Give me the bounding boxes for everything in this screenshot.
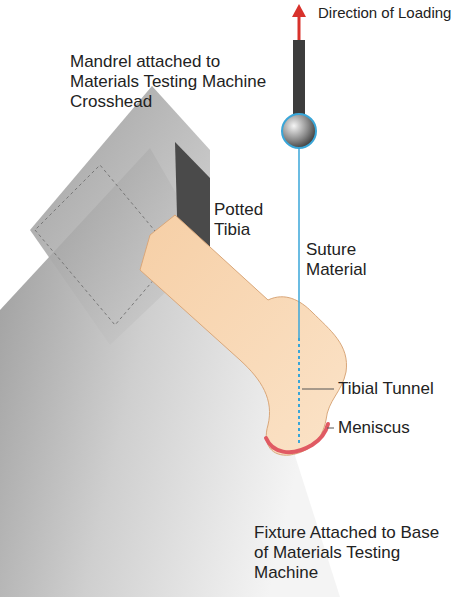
leader-line [302,389,334,390]
leader-line [327,428,334,429]
mandrel-ball [282,114,316,148]
potted-tibia-label: Potted Tibia [214,200,284,240]
suture-label: Suture Material [306,240,396,280]
loading-arrow [298,16,301,40]
meniscus-shape [266,424,328,452]
meniscus-label: Meniscus [338,418,468,438]
suture-line [298,148,300,338]
tunnel-label: Tibial Tunnel [338,379,468,399]
tibial-tunnel [298,338,300,446]
mandrel-label: Mandrel attached to Materials Testing Ma… [70,52,280,112]
mandrel-rod [293,40,305,118]
fixture-label: Fixture Attached to Base of Materials Te… [254,523,444,583]
arrow-head [292,4,306,17]
direction-label: Direction of Loading [318,3,468,23]
